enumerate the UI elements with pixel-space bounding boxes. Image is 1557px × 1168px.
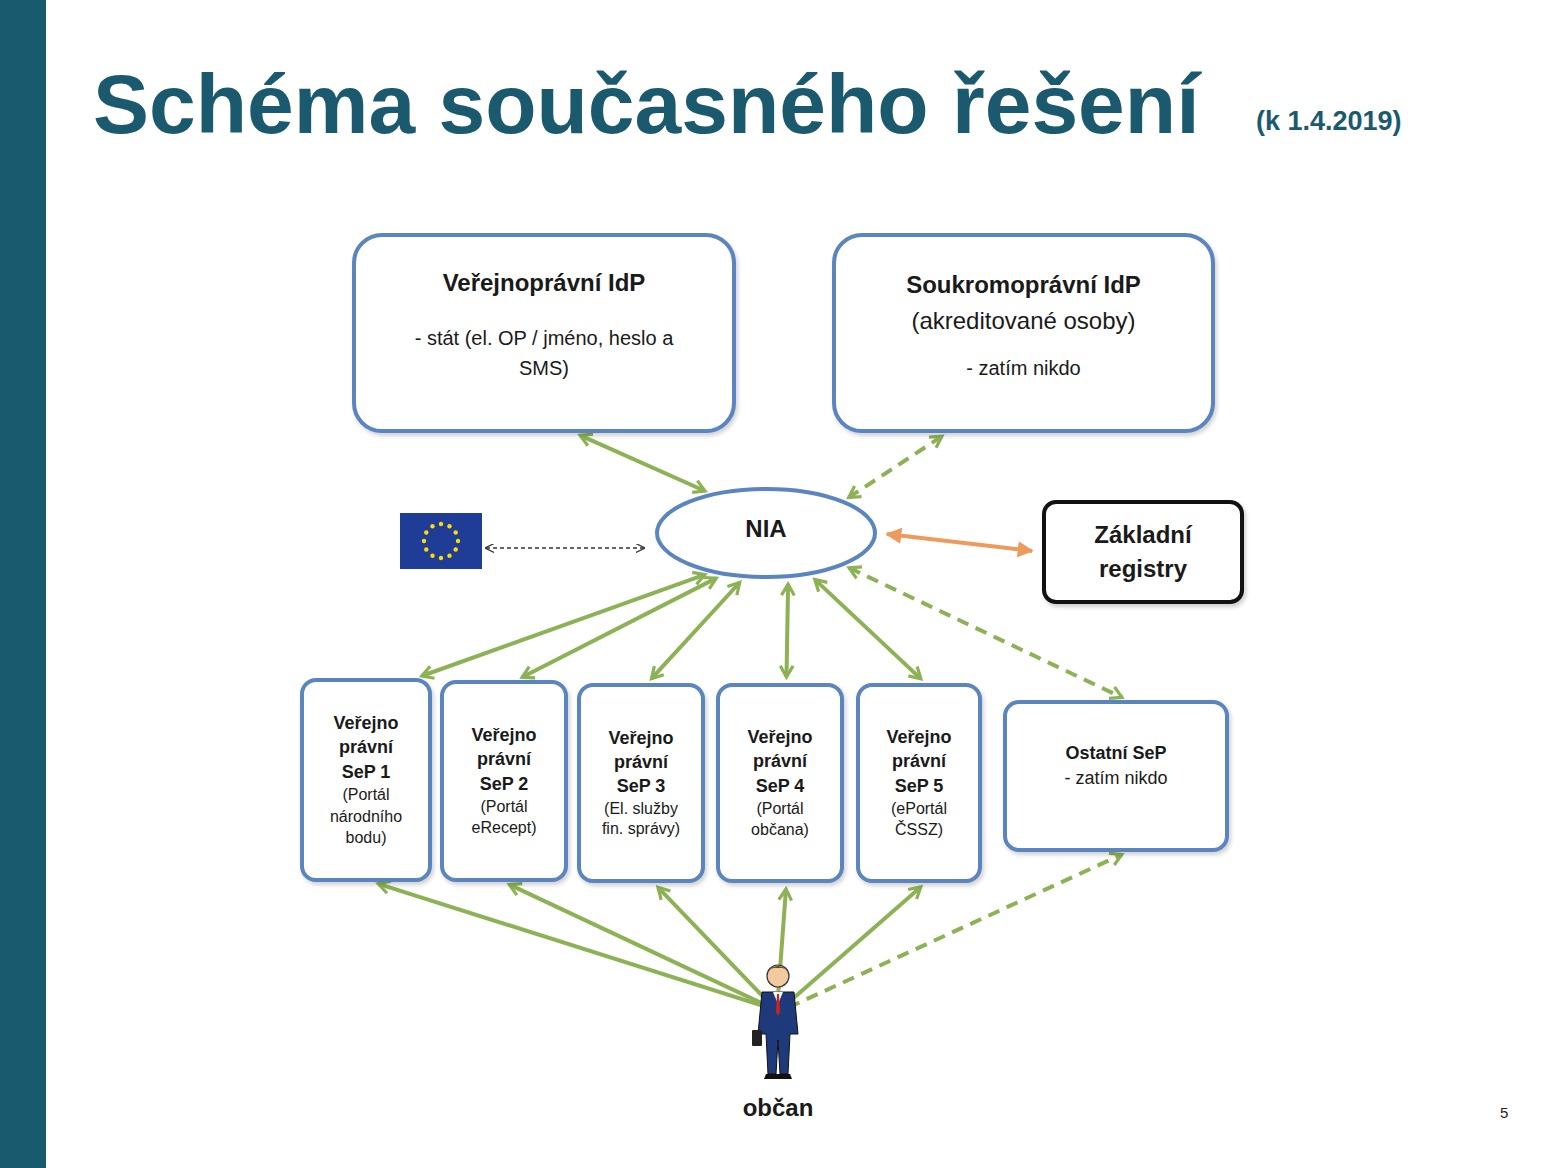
node-text: (akreditované osoby)	[911, 307, 1135, 335]
node-text: - zatím nikdo	[1064, 768, 1167, 789]
node-text: (Portál národního bodu)	[316, 784, 416, 849]
connector-arrow	[652, 583, 740, 679]
ellipse-shape	[657, 489, 875, 577]
side-bar	[0, 0, 46, 1168]
node-heading: Veřejno právní SeP 4	[740, 725, 820, 798]
node-heading: Ostatní SeP	[1065, 743, 1166, 764]
sep-box: Veřejno právní SeP 5(ePortál ČSSZ)	[856, 683, 982, 883]
node-text: (El. služby fin. správy)	[593, 799, 689, 841]
connector-arrow	[849, 436, 942, 497]
node-heading: Veřejno právní SeP 1	[326, 711, 406, 784]
page-number: 5	[1500, 1104, 1508, 1121]
connector-arrow	[509, 885, 770, 1008]
eu-star	[422, 539, 426, 543]
eu-star	[447, 554, 451, 558]
node-text: (ePortál ČSSZ)	[879, 798, 959, 841]
sep-box: Veřejno právní SeP 1(Portál národního bo…	[300, 678, 432, 882]
eu-link-arrow	[486, 547, 644, 548]
eu-star	[439, 556, 443, 560]
connector-arrow	[785, 887, 921, 1006]
eu-star	[454, 530, 458, 534]
node-heading: Základní registry	[1083, 518, 1203, 585]
sep-box: Veřejno právní SeP 2(Portál eRecept)	[440, 680, 568, 882]
connector-arrow	[522, 578, 716, 677]
node-heading: občan	[743, 1094, 814, 1122]
eu-flag	[400, 513, 482, 569]
eu-star	[424, 547, 428, 551]
idp-box: Soukromoprávní IdP (akreditované osoby) - …	[832, 233, 1215, 433]
sep-box: Veřejno právní SeP 3(El. služby fin. spr…	[577, 683, 705, 883]
connector-arrow	[787, 584, 789, 677]
node-heading: Soukromoprávní IdP	[906, 271, 1141, 299]
slide-title: Schéma současného řešení	[93, 56, 1199, 153]
connector-arrow	[658, 887, 772, 1005]
registry-box: Základní registry	[1042, 500, 1244, 604]
connector-arrow	[422, 575, 705, 676]
nia-ellipse: NIA	[655, 487, 877, 579]
node-text: - zatím nikdo	[966, 357, 1080, 380]
node-text: (Portál občana)	[740, 798, 820, 841]
node-heading: Veřejno právní SeP 3	[601, 726, 681, 799]
idp-box: Veřejnoprávní IdP - stát (el. OP / jméno,…	[352, 233, 736, 433]
eu-star	[454, 547, 458, 551]
connector-arrow	[887, 534, 1032, 551]
eu-star	[424, 530, 428, 534]
connector-arrow	[580, 435, 705, 491]
eu-star	[430, 524, 434, 528]
connector-arrow	[378, 884, 770, 1008]
eu-star	[456, 539, 460, 543]
node-heading: Veřejno právní SeP 2	[464, 723, 544, 796]
sep-box: Ostatní SeP - zatím nikdo	[1003, 700, 1229, 852]
eu-star	[439, 522, 443, 526]
node-heading: Veřejnoprávní IdP	[443, 269, 646, 297]
eu-star	[447, 524, 451, 528]
node-text: - stát (el. OP / jméno, heslo a SMS)	[394, 323, 694, 383]
node-heading: NIA	[745, 515, 786, 543]
node-text: (Portál eRecept)	[459, 796, 549, 839]
citizen-illustration	[728, 962, 828, 1082]
eu-star	[430, 554, 434, 558]
sep-box: Veřejno právní SeP 4(Portál občana)	[716, 683, 844, 883]
date-note: (k 1.4.2019)	[1256, 106, 1402, 137]
citizen-figure: občan	[728, 962, 828, 1122]
node-heading: Veřejno právní SeP 5	[879, 725, 959, 798]
